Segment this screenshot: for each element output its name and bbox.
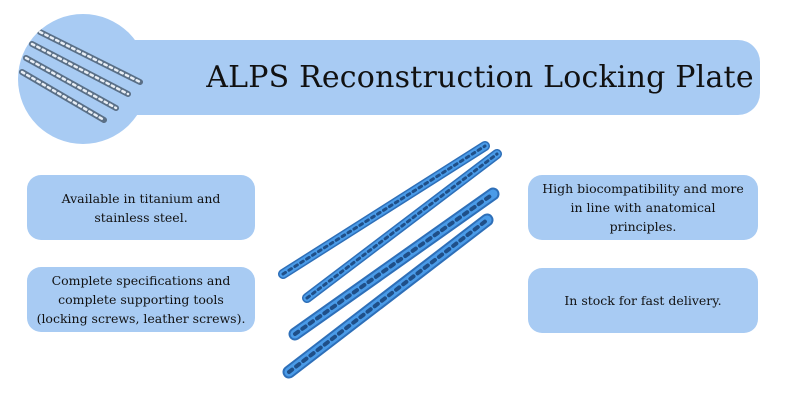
page-title: ALPS Reconstruction Locking Plate (206, 60, 754, 95)
feature-text: In stock for fast delivery. (564, 293, 722, 308)
plates-illustration (278, 141, 502, 379)
feature-text: Complete specifications and complete sup… (36, 273, 246, 326)
plate-thumbnail-image (18, 14, 148, 144)
plates-image (275, 138, 505, 383)
feature-card-stock: In stock for fast delivery. (528, 268, 758, 333)
feature-text: High biocompatibility and more in line w… (542, 181, 744, 234)
title-banner: ALPS Reconstruction Locking Plate (60, 40, 760, 115)
feature-card-biocompatibility: High biocompatibility and more in line w… (528, 175, 758, 240)
feature-card-specifications: Complete specifications and complete sup… (27, 267, 255, 332)
feature-card-material: Available in titanium and stainless stee… (27, 175, 255, 240)
feature-text: Available in titanium and stainless stee… (61, 190, 221, 225)
plate-thumbnail-illustration (19, 29, 143, 123)
